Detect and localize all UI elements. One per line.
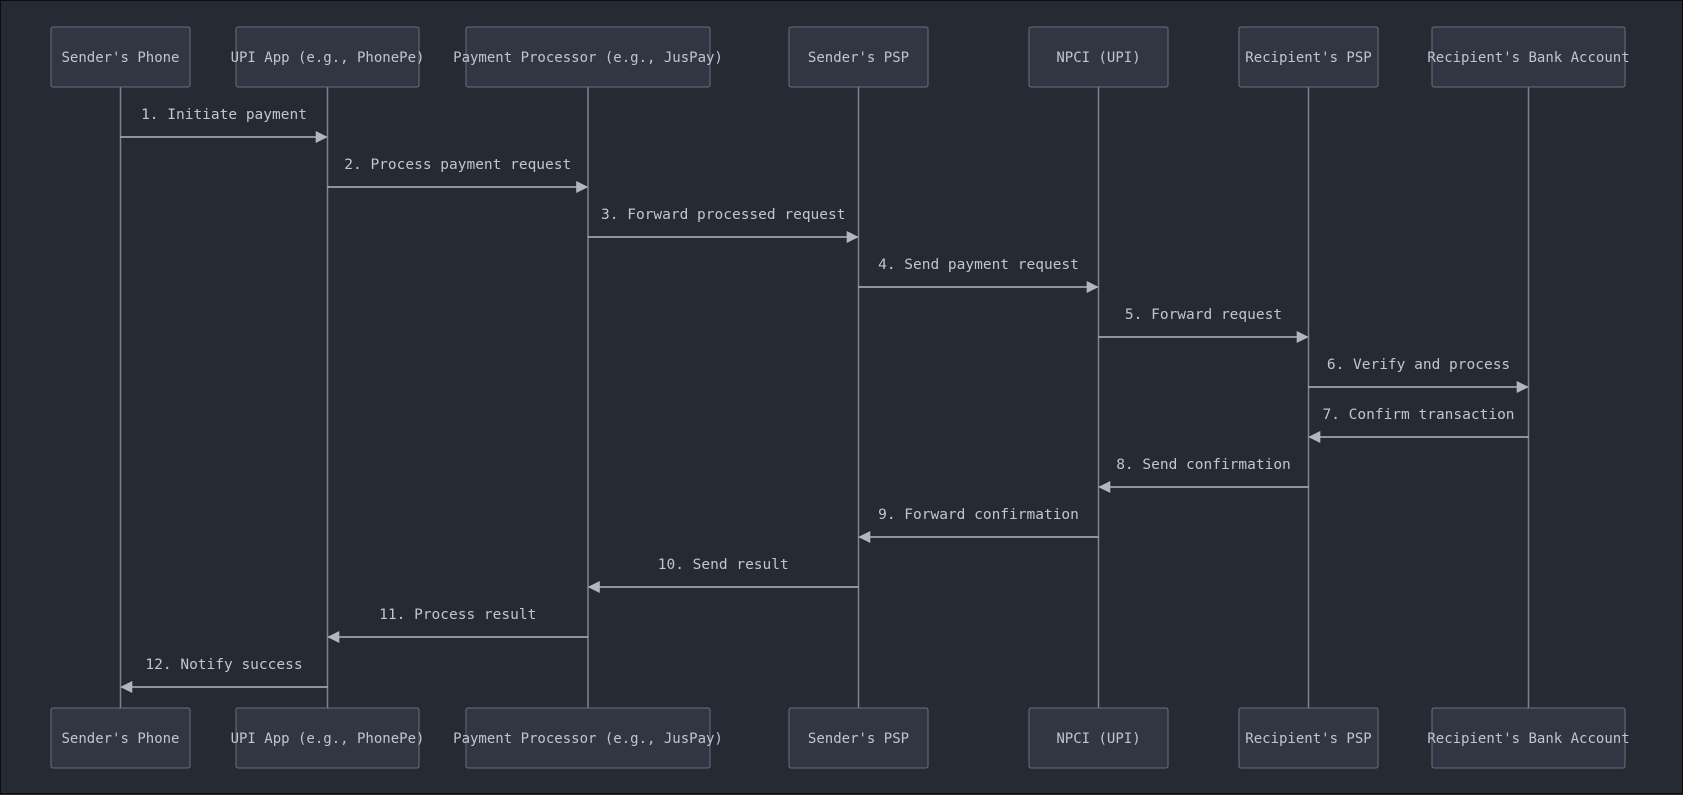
participant-top-payment-processor-e-g-juspay: Payment Processor (e.g., JusPay) [453,26,723,88]
message-label: 3. Forward processed request [601,207,845,223]
participant-label: UPI App (e.g., PhonePe) [231,50,425,66]
messages: 1. Initiate payment 2. Process payment re… [120,107,1529,693]
participant-bottom-npci-upi: NPCI (UPI) [1028,707,1169,769]
participant-box [1431,707,1626,769]
participant-label: Sender's PSP [808,731,909,747]
participant-bottom-sender-s-phone: Sender's Phone [50,707,191,769]
participant-box [50,26,191,88]
participant-top-recipient-s-psp: Recipient's PSP [1238,26,1379,88]
participant-top-sender-s-phone: Sender's Phone [50,26,191,88]
participant-box [235,26,420,88]
message-2: 2. Process payment request [327,157,589,193]
participant-box [1028,707,1169,769]
participant-label: Recipient's PSP [1245,50,1371,66]
participant-label: Recipient's Bank Account [1427,731,1629,747]
participant-bottom-recipient-s-psp: Recipient's PSP [1238,707,1379,769]
message-6: 6. Verify and process [1308,357,1529,393]
participant-label: Payment Processor (e.g., JusPay) [453,731,723,747]
participant-label: Sender's Phone [61,50,179,66]
message-label: 6. Verify and process [1327,357,1510,373]
message-1: 1. Initiate payment [120,107,328,143]
participant-top-npci-upi: NPCI (UPI) [1028,26,1169,88]
participant-box [788,26,929,88]
message-label: 11. Process result [379,607,536,623]
participant-label: Sender's Phone [61,731,179,747]
message-label: 9. Forward confirmation [878,507,1079,523]
participant-box [465,26,711,88]
message-11: 11. Process result [327,607,588,643]
message-label: 1. Initiate payment [141,107,307,123]
participant-top-sender-s-psp: Sender's PSP [788,26,929,88]
participant-bottom-sender-s-psp: Sender's PSP [788,707,929,769]
participant-bottom-recipient-s-bank-account: Recipient's Bank Account [1427,707,1630,769]
participant-label: NPCI (UPI) [1056,50,1140,66]
participant-box [1238,707,1379,769]
participant-bottom-payment-processor-e-g-juspay: Payment Processor (e.g., JusPay) [453,707,723,769]
participant-label: Sender's PSP [808,50,909,66]
message-label: 8. Send confirmation [1116,457,1291,473]
message-label: 5. Forward request [1125,307,1282,323]
message-7: 7. Confirm transaction [1308,407,1529,443]
participant-label: Recipient's Bank Account [1427,50,1629,66]
participant-box [1028,26,1169,88]
message-9: 9. Forward confirmation [858,507,1099,543]
message-4: 4. Send payment request [858,257,1099,293]
participant-box [50,707,191,769]
participant-box [1431,26,1626,88]
participant-top-upi-app-e-g-phonepe: UPI App (e.g., PhonePe) [231,26,425,88]
message-10: 10. Send result [587,557,859,593]
participant-label: NPCI (UPI) [1056,731,1140,747]
participant-box [465,707,711,769]
participant-label: Payment Processor (e.g., JusPay) [453,50,723,66]
message-3: 3. Forward processed request [588,207,859,243]
participant-box [235,707,420,769]
message-label: 7. Confirm transaction [1322,407,1514,423]
message-5: 5. Forward request [1098,307,1309,343]
participant-box [1238,26,1379,88]
message-12: 12. Notify success [120,657,328,693]
message-label: 4. Send payment request [878,257,1079,273]
participant-box [788,707,929,769]
participant-label: Recipient's PSP [1245,731,1371,747]
participant-bottom-upi-app-e-g-phonepe: UPI App (e.g., PhonePe) [231,707,425,769]
message-label: 2. Process payment request [344,157,571,173]
participant-label: UPI App (e.g., PhonePe) [231,731,425,747]
lifelines [119,87,1530,708]
participant-top-recipient-s-bank-account: Recipient's Bank Account [1427,26,1630,88]
message-8: 8. Send confirmation [1098,457,1309,493]
message-label: 10. Send result [658,557,789,573]
message-label: 12. Notify success [145,657,302,673]
